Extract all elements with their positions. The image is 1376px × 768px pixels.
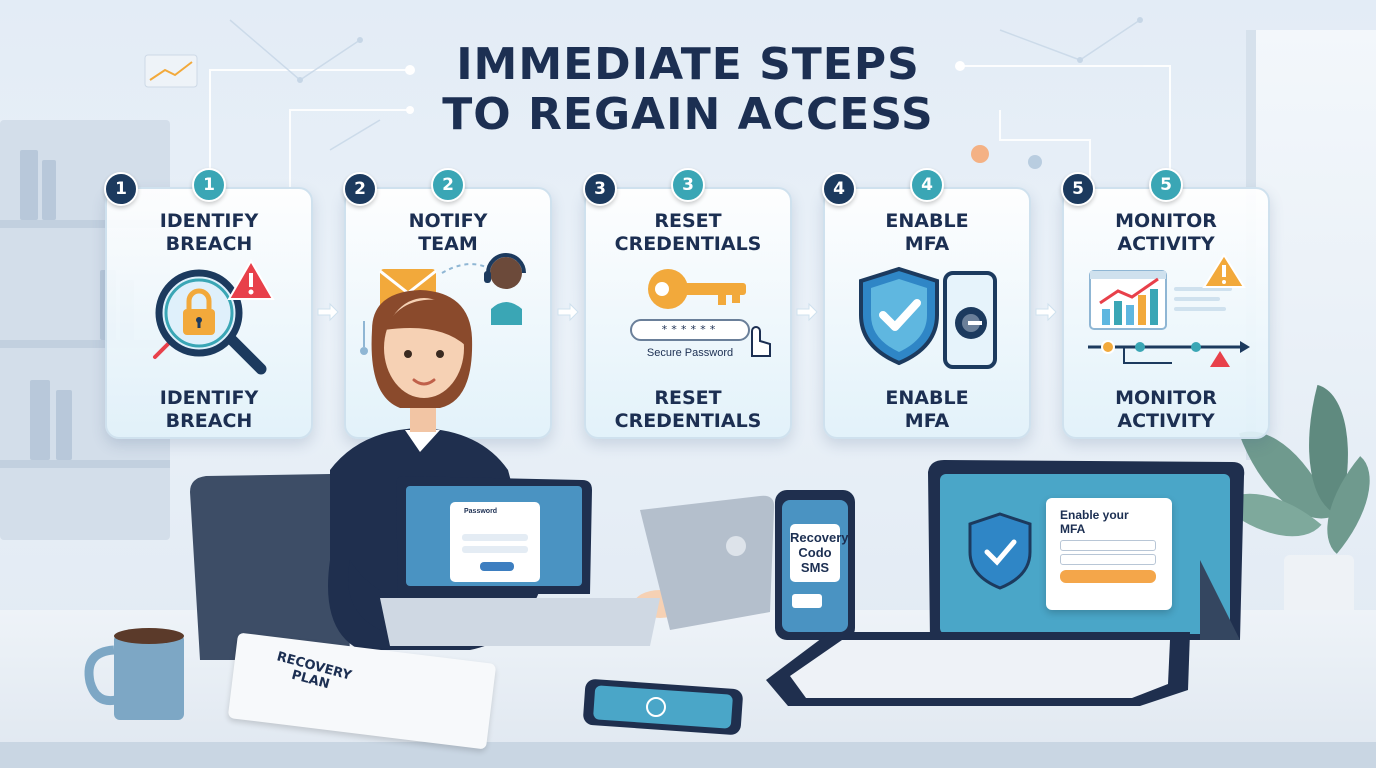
step-title: MONITOR ACTIVITY xyxy=(1115,210,1217,255)
step-number-badge: 4 xyxy=(822,172,856,206)
page-title: IMMEDIATE STEPS TO REGAIN ACCESS xyxy=(0,40,1376,140)
title-line-1: IMMEDIATE STEPS xyxy=(456,39,920,90)
laptop-dialog-title: Password xyxy=(464,508,498,515)
step-title-bottom: IDENTIFY BREACH xyxy=(159,387,259,432)
step-title: ENABLE MFA xyxy=(885,210,969,255)
step-card-enable-mfa: ENABLE MFA ENABLE MFA xyxy=(823,187,1031,439)
step-card-monitor-activity: MONITOR ACTIVITY MONITOR ACTIVITY xyxy=(1062,187,1270,439)
step-title-bottom: MONITOR ACTIVITY xyxy=(1115,387,1217,432)
chart-timeline-warning-icon xyxy=(1088,253,1250,367)
key-password-icon: ****** Secure Password xyxy=(586,251,794,381)
step-title: RESET CREDENTIALS xyxy=(614,210,762,255)
arrow-right-icon xyxy=(557,302,579,322)
step-title-bottom: ENABLE MFA xyxy=(885,387,969,432)
step-number-badge: 1 xyxy=(104,172,138,206)
password-caption: Secure Password xyxy=(646,347,734,359)
arrow-right-icon xyxy=(317,302,339,322)
step-title: IDENTIFY BREACH xyxy=(159,210,259,255)
step-number-badge: 5 xyxy=(1061,172,1095,206)
step-number-badge-teal: 5 xyxy=(1149,168,1183,202)
step-title-bottom: RESET CREDENTIALS xyxy=(614,387,762,432)
tablet-dialog-button xyxy=(1060,570,1156,583)
step-number-badge-teal: 3 xyxy=(671,168,705,202)
tablet-dialog-title: Enable your MFA xyxy=(1060,508,1129,536)
step-number-badge-teal: 1 xyxy=(192,168,226,202)
phone-recovery-text: Recovery Codo SMS xyxy=(790,530,849,575)
arrow-right-icon xyxy=(1035,302,1057,322)
title-line-2: TO REGAIN ACCESS xyxy=(442,89,934,140)
shield-phone-icon xyxy=(859,266,997,369)
step-number-badge: 2 xyxy=(343,172,377,206)
tablet-dialog-field xyxy=(1060,540,1156,551)
step-card-reset-credentials: RESET CREDENTIALS ****** Secure Password… xyxy=(584,187,792,439)
magnifier-lock-warning-icon xyxy=(153,259,275,375)
step-title: NOTIFY TEAM xyxy=(408,210,488,255)
tablet-mfa-dialog: Enable your MFA xyxy=(1046,498,1172,610)
step-number-badge-teal: 4 xyxy=(910,168,944,202)
step-card-identify-breach: IDENTIFY BREACH IDENTIFY BREACH xyxy=(105,187,313,439)
tablet-dialog-field xyxy=(1060,554,1156,565)
circuit-lines xyxy=(144,17,1171,190)
step-number-badge-teal: 2 xyxy=(431,168,465,202)
password-field: ****** xyxy=(630,319,750,341)
notebook-label: RECOVERY PLAN xyxy=(275,649,354,693)
desk-edge xyxy=(0,742,1376,768)
arrow-right-icon xyxy=(796,302,818,322)
step-number-badge: 3 xyxy=(583,172,617,206)
